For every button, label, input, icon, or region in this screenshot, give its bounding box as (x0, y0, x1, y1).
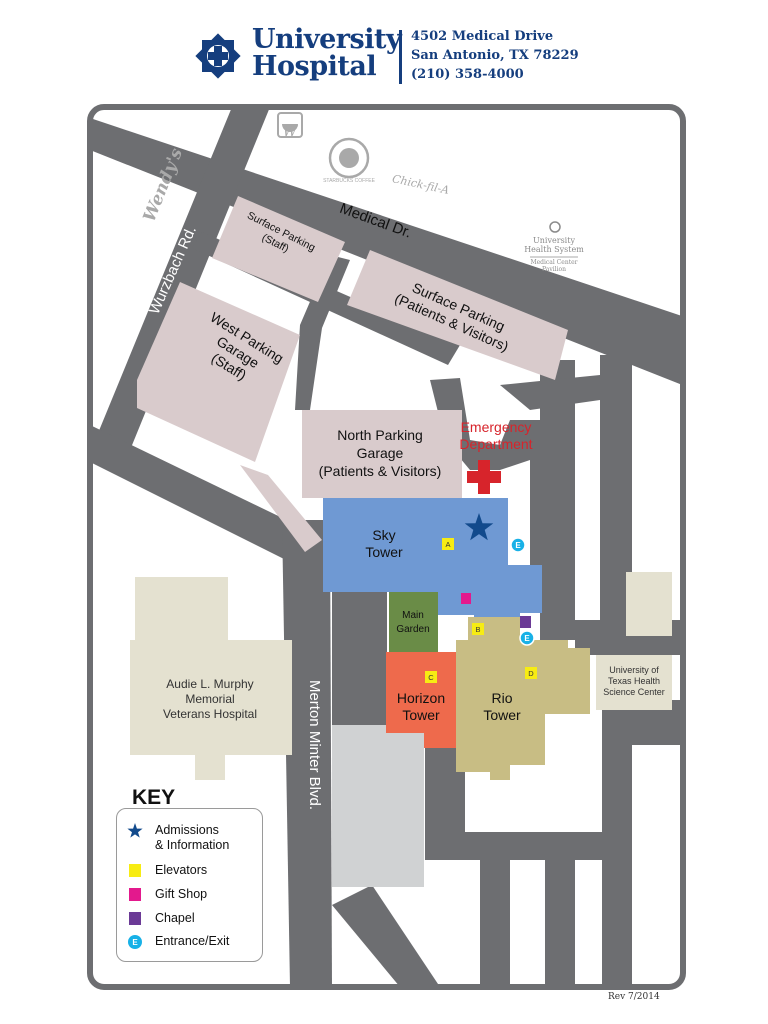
merton-minter-road (282, 520, 332, 987)
sky-tower-line-2: Tower (365, 544, 403, 560)
elevator-b-marker[interactable] (472, 623, 484, 635)
address-street: 4502 Medical Drive (411, 29, 554, 44)
map-frame (87, 104, 686, 990)
revision-date: Rev 7/2014 (608, 992, 660, 1002)
entrance-exit-1-label: E (515, 541, 521, 550)
north-parking-garage (302, 410, 462, 498)
uhs-line-3: Medical Center (530, 259, 577, 266)
emergency-line-2: Department (459, 436, 532, 452)
hospital-logo-icon (195, 33, 241, 79)
entrance-exit-1-icon[interactable] (510, 537, 526, 553)
rio-tower-line-1: Rio (491, 690, 512, 706)
main-garden (389, 592, 438, 652)
north-garage-line-3: (Patients & Visitors) (319, 463, 442, 479)
uthscsa-line-1: University of (609, 665, 659, 675)
key-label-gift-shop: Gift Shop (155, 887, 208, 901)
east-building (626, 572, 672, 636)
west-parking-garage (137, 282, 300, 462)
va-line-3: Veterans Hospital (163, 707, 257, 721)
horizon-tower-line-2: Tower (402, 707, 440, 723)
rio-tower-building (456, 617, 590, 780)
logo-divider (399, 30, 402, 84)
uthscsa-line-3: Science Center (603, 687, 665, 697)
emergency-loop-road (500, 375, 600, 410)
gift-shop-square-icon (129, 888, 141, 901)
chapel-marker[interactable] (520, 616, 531, 628)
chapel-square-icon (129, 912, 141, 925)
elevator-d-label: D (528, 669, 534, 678)
uthscsa-building (596, 655, 672, 710)
uthscsa-line-2: Texas Health (608, 676, 660, 686)
header: University Hospital 4502 Medical Drive S… (0, 0, 768, 100)
admissions-star-icon[interactable] (464, 513, 494, 541)
entrance-exit-2-label: E (524, 634, 530, 643)
address-city: San Antonio, TX 78229 (411, 48, 579, 63)
key-admissions-line-1: Admissions (155, 823, 219, 837)
elevator-b-label: B (475, 625, 480, 634)
street-label-merton-minter: Merton Minter Blvd. (306, 680, 323, 810)
north-garage-line-2: Garage (357, 445, 404, 461)
uhs-line-4: Pavilion (542, 266, 566, 273)
main-garden-line-2: Garden (396, 624, 429, 635)
elevator-a-marker[interactable] (442, 538, 454, 550)
rio-tower-line-2: Tower (483, 707, 521, 723)
garage-ramp (240, 465, 322, 552)
va-hospital-building (130, 577, 292, 780)
va-line-1: Audie L. Murphy (166, 677, 253, 691)
elevator-square-icon (129, 864, 141, 877)
horizon-tower-line-1: Horizon (397, 690, 445, 706)
north-garage-line-1: North Parking (337, 427, 423, 443)
key-label-entrance: Entrance/Exit (155, 934, 230, 948)
key-label-chapel: Chapel (155, 911, 195, 925)
key-label-elevators: Elevators (155, 863, 208, 877)
map-key: Admissions & Information Elevators Gift … (116, 808, 263, 962)
star-icon (127, 823, 143, 838)
starbucks-logo-icon (328, 137, 370, 179)
emergency-line-1: Emergency (461, 419, 532, 435)
uhs-logo-icon (549, 221, 561, 233)
entrance-exit-icon: E (128, 935, 142, 949)
hospital-address: 4502 Medical Drive San Antonio, TX 78229… (411, 27, 579, 84)
wurzbach-road (96, 107, 270, 455)
horizon-tower-building (386, 652, 456, 748)
walgreens-mortar-icon: W (277, 112, 303, 140)
elevator-c-label: C (428, 673, 434, 682)
south-gray-building (332, 725, 424, 887)
parking-areas (137, 196, 568, 552)
other-buildings (130, 572, 672, 887)
central-service-road (332, 590, 387, 730)
logo-line-2: Hospital (252, 51, 377, 82)
key-label-admissions: Admissions & Information (155, 823, 229, 853)
starbucks-logo-text: STARBUCKS COFFEE (323, 178, 376, 184)
va-line-2: Memorial (185, 692, 234, 706)
surface-parking-patients (347, 250, 568, 380)
logo-line-1: University (252, 24, 402, 55)
address-phone: (210) 358-4000 (411, 67, 524, 82)
emergency-cross-icon (467, 460, 501, 494)
sky-tower-line-1: Sky (372, 527, 395, 543)
elevator-c-marker[interactable] (425, 671, 437, 683)
internal-road-north (295, 255, 350, 410)
key-title: KEY (132, 786, 176, 809)
key-entrance-letter: E (132, 938, 138, 947)
uhs-line-1: University (533, 236, 575, 245)
uhs-line-2: Health System (524, 245, 584, 254)
surface-parking-staff (212, 196, 345, 302)
main-garden-line-1: Main (402, 610, 424, 621)
uhs-pavilion-landmark: University Health System Medical Center … (524, 221, 584, 273)
lower-diagonal-road (90, 425, 328, 572)
south-lane-1 (480, 860, 510, 987)
elevator-a-label: A (445, 540, 450, 549)
svg-text:W: W (283, 124, 299, 140)
far-east-road (602, 700, 632, 987)
gift-shop-marker[interactable] (461, 593, 471, 604)
elevator-d-marker[interactable] (525, 667, 537, 679)
hospital-name: University Hospital (252, 24, 402, 82)
sky-tower-building (323, 498, 542, 640)
south-lane-2 (545, 860, 575, 987)
entrance-exit-2-icon[interactable] (519, 630, 535, 646)
south-diagonal-road (332, 885, 440, 987)
key-admissions-line-2: & Information (155, 838, 230, 852)
